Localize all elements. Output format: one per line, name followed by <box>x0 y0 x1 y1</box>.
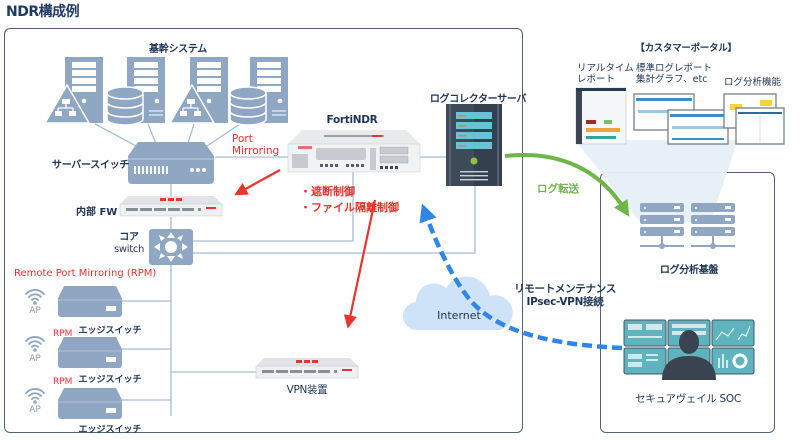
link-server4-switch <box>203 123 241 149</box>
customer-portal-heading: 【カスタマーポータル】 <box>635 43 737 54</box>
log-analysis-platform-label: ログ分析基盤 <box>659 265 719 276</box>
vpn-device-icon <box>255 358 359 379</box>
link-core-logcollector <box>193 185 476 254</box>
quarantine-arrow-to-vpn <box>343 199 377 329</box>
standard-report-thumbnail <box>633 93 729 145</box>
fortindr-appliance-icon <box>287 130 421 173</box>
edge-switch-icon <box>58 286 122 317</box>
database-icon <box>229 86 267 126</box>
database-icon <box>106 86 144 126</box>
rpm-badge: RPM <box>53 329 73 339</box>
link-server1-switch <box>94 123 141 149</box>
portal-item-line2: レポート <box>577 74 616 85</box>
core-systems-label: 基幹システム <box>149 44 207 55</box>
port-mirroring-line2: Mirroring <box>232 145 280 157</box>
internet-label: Internet <box>437 309 481 322</box>
vpn-device-label: VPN装置 <box>286 384 328 396</box>
core-switch-label: コア switch <box>114 232 144 256</box>
core-switch-icon <box>149 229 193 265</box>
port-mirroring-line1: Port <box>232 133 253 145</box>
portal-item-line1: リアルタイム <box>577 63 634 74</box>
portal-screenshots <box>575 87 785 145</box>
wifi-ap-icon <box>25 336 45 352</box>
realtime-report-thumbnail <box>575 87 627 145</box>
server-switch-icon <box>128 142 214 184</box>
server-switch-label: サーバースイッチ <box>52 160 129 171</box>
core-systems-group <box>43 57 288 126</box>
portal-item-line2: 集計グラフ、etc <box>636 74 708 85</box>
internal-fw-device-icon <box>119 196 223 217</box>
fortindr-label: FortiNDR <box>326 114 378 126</box>
core-switch-line2: switch <box>113 244 145 255</box>
edge-switch-icon <box>58 337 122 368</box>
log-analysis-thumbnail <box>723 93 785 145</box>
ap-label: AP <box>29 354 41 364</box>
network-topology-icon <box>43 83 91 124</box>
log-collector-server-icon <box>446 104 502 186</box>
edge-switch-icon <box>58 388 122 419</box>
action-block: ・遮断制御 <box>300 185 355 198</box>
edge-switch-label: エッジスイッチ <box>78 375 142 385</box>
portal-item-standard-report: 標準ログレポート 集計グラフ、etc <box>636 63 712 85</box>
remote-maintenance-line2: IPsec-VPN接続 <box>526 296 604 308</box>
portal-beam <box>575 140 738 222</box>
remote-maintenance-label: リモートメンテナンス IPsec-VPN接続 <box>514 283 616 309</box>
remote-maintenance-path <box>419 203 623 351</box>
remote-maintenance-line1: リモートメンテナンス <box>514 283 616 295</box>
edge-switch-label: エッジスイッチ <box>78 425 142 435</box>
edge-switch-label: エッジスイッチ <box>78 326 142 336</box>
block-arrow-to-fw <box>234 169 281 196</box>
core-switch-line1: コア <box>119 232 139 243</box>
portal-item-log-analysis: ログ分析機能 <box>724 77 782 88</box>
log-collector-label: ログコレクターサーバ <box>429 94 527 105</box>
link-core-fortindr <box>193 172 354 242</box>
diagram-title: NDR構成例 <box>6 4 80 20</box>
internal-fw-label: 内部 FW <box>76 207 118 218</box>
port-mirroring-label: Port Mirroring <box>232 133 279 157</box>
log-analysis-platform-icon <box>640 203 735 249</box>
rpm-heading: Remote Port Mirroring (RPM) <box>14 268 157 279</box>
soc-label: セキュアヴェイル SOC <box>635 393 741 405</box>
soc-operator-icon <box>623 319 755 380</box>
ap-label: AP <box>29 306 41 316</box>
person-silhouette <box>662 330 716 380</box>
on-premise-network-frame <box>4 28 523 433</box>
wifi-ap-icon <box>25 388 45 404</box>
log-transfer-arrow <box>504 153 630 217</box>
portal-item-line1: 標準ログレポート <box>636 63 713 74</box>
log-transfer-label: ログ転送 <box>537 183 579 195</box>
wifi-ap-icon <box>25 289 45 305</box>
portal-item-realtime-report: リアルタイム レポート <box>577 63 634 85</box>
rpm-badge: RPM <box>53 377 73 387</box>
ap-label: AP <box>29 405 41 415</box>
network-topology-icon <box>168 83 216 124</box>
